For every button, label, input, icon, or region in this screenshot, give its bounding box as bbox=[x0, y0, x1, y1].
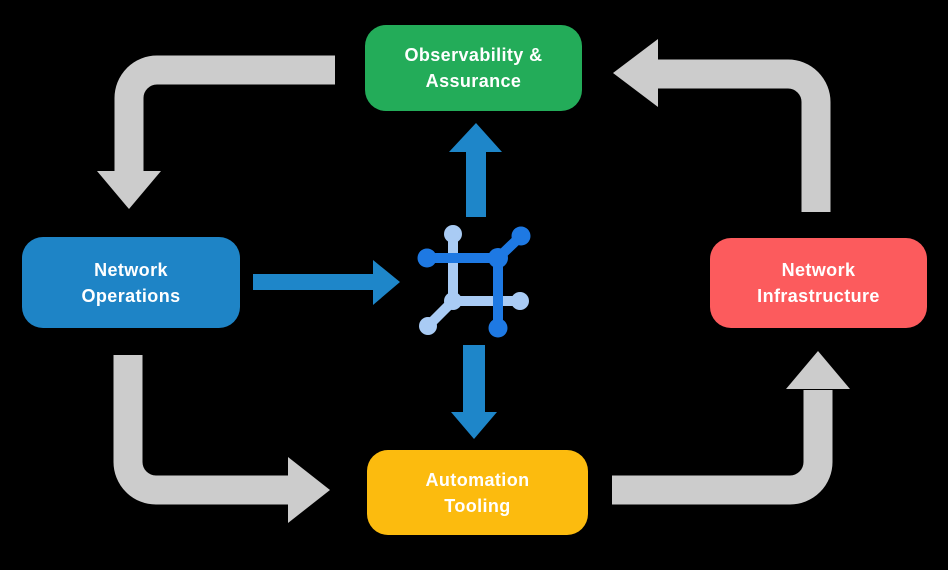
icon-node bbox=[444, 292, 462, 310]
arrow-infrastructure-to-observability bbox=[613, 39, 831, 212]
arrow-shaft bbox=[114, 55, 335, 172]
icon-node bbox=[511, 292, 529, 310]
arrowhead-up-icon bbox=[786, 351, 850, 389]
node-network-infrastructure: Network Infrastructure bbox=[710, 238, 927, 328]
icon-node bbox=[511, 226, 531, 246]
arrow-shaft bbox=[612, 390, 833, 505]
arrow-automation-to-infrastructure bbox=[612, 351, 850, 505]
icon-node bbox=[488, 248, 508, 268]
arrow-observability-to-operations bbox=[97, 55, 335, 209]
node-network-operations: Network Operations bbox=[22, 237, 240, 328]
node-label-line: Assurance bbox=[425, 71, 522, 91]
icon-node bbox=[417, 248, 437, 268]
icon-bright-branches bbox=[417, 226, 531, 338]
arrow-operations-to-center bbox=[253, 260, 400, 305]
blue-arrows-hub bbox=[253, 123, 502, 439]
icon-node bbox=[488, 318, 508, 338]
arrow-shaft bbox=[657, 59, 831, 212]
arrow-operations-to-automation bbox=[113, 355, 330, 523]
node-label-line: Infrastructure bbox=[757, 286, 880, 306]
node-label-line: Tooling bbox=[444, 495, 511, 516]
arrowhead-left-icon bbox=[613, 39, 658, 107]
network-automation-icon bbox=[417, 225, 531, 338]
node-observability-assurance: Observability & Assurance bbox=[365, 25, 582, 111]
node-label-line: Network bbox=[94, 259, 168, 280]
arrow-center-to-automation bbox=[451, 345, 497, 439]
node-label-line: Observability & bbox=[404, 45, 543, 65]
arrow-shaft bbox=[113, 355, 289, 505]
node-label-line: Operations bbox=[81, 285, 181, 306]
icon-node bbox=[419, 317, 437, 335]
arrowhead-right-icon bbox=[288, 457, 330, 523]
icon-node bbox=[444, 225, 462, 243]
node-label-line: Network bbox=[781, 260, 856, 280]
node-automation-tooling: Automation Tooling bbox=[367, 450, 588, 535]
icon-light-branches bbox=[419, 225, 529, 335]
node-label-line: Automation bbox=[425, 469, 530, 490]
arrowhead-down-icon bbox=[97, 171, 161, 209]
arrow-center-to-observability bbox=[449, 123, 502, 217]
